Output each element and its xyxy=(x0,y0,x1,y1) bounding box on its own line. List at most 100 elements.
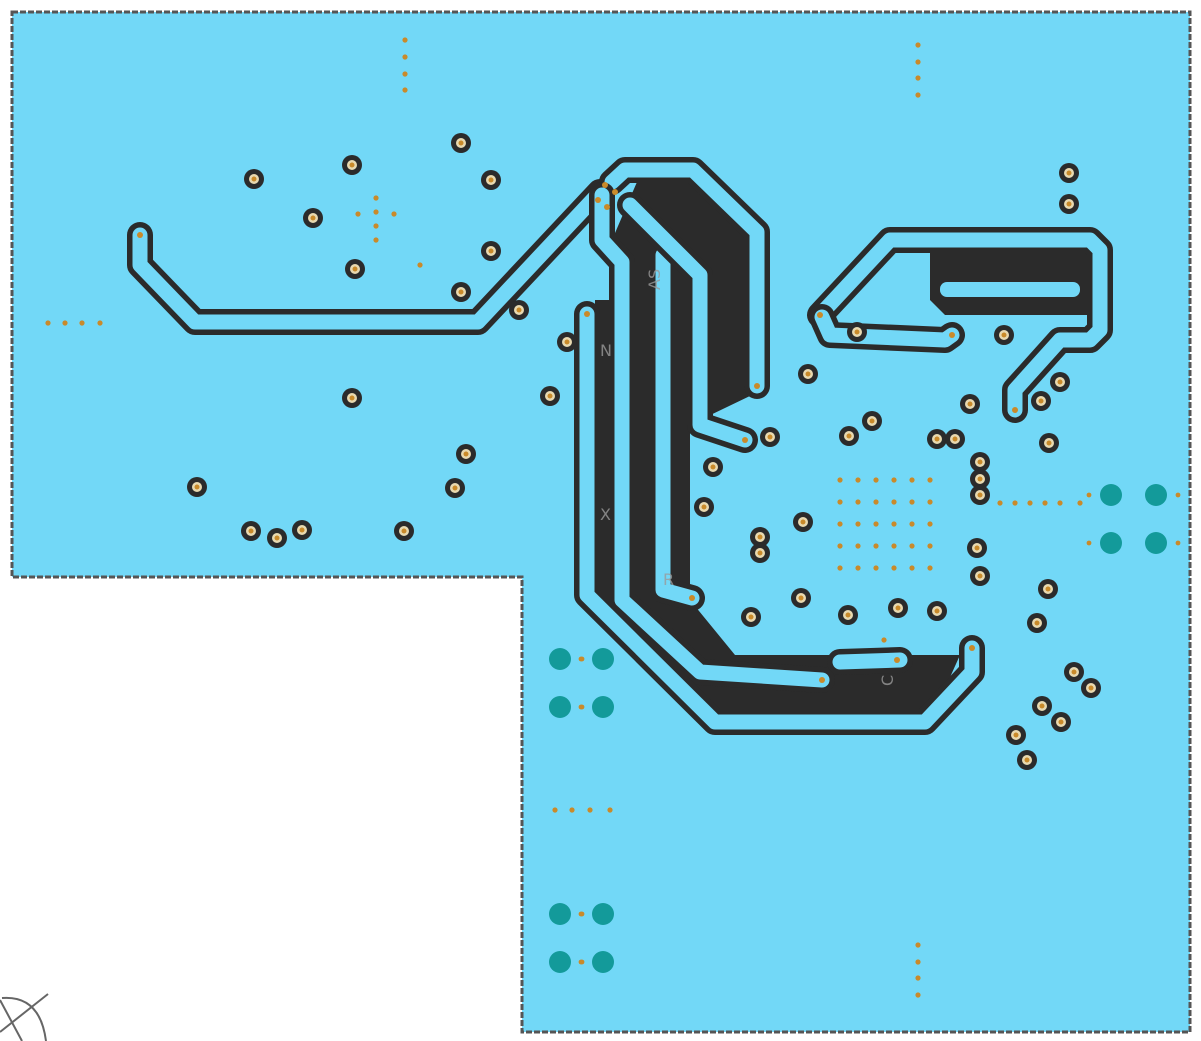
test-point xyxy=(909,543,915,549)
test-point xyxy=(873,565,879,571)
vias xyxy=(187,133,1101,770)
origin-marker-icon xyxy=(0,993,49,1041)
trace-end-hole xyxy=(137,232,143,238)
pour-gap xyxy=(940,282,1080,297)
via-hole xyxy=(352,266,358,272)
test-point xyxy=(1057,500,1063,506)
via-hole xyxy=(710,464,716,470)
via-hole xyxy=(967,401,973,407)
via-hole xyxy=(349,162,355,168)
test-point xyxy=(1027,500,1033,506)
test-point xyxy=(927,499,933,505)
large-pad xyxy=(549,696,571,718)
test-point xyxy=(915,75,921,81)
pad-test-point xyxy=(578,704,584,710)
via-hole xyxy=(458,140,464,146)
trace-6 xyxy=(832,652,908,670)
via-hole xyxy=(800,519,806,525)
large-pad xyxy=(592,648,614,670)
test-point xyxy=(855,499,861,505)
test-point xyxy=(873,543,879,549)
large-pad xyxy=(592,903,614,925)
test-point xyxy=(927,543,933,549)
test-point xyxy=(915,42,921,48)
pad-test-point xyxy=(1086,540,1092,546)
via-hole xyxy=(757,550,763,556)
test-point xyxy=(909,477,915,483)
trace-end-hole xyxy=(819,677,825,683)
large-pad xyxy=(1145,484,1167,506)
via-hole xyxy=(767,434,773,440)
trace-end-hole xyxy=(1012,407,1018,413)
large-pad xyxy=(592,951,614,973)
trace-end-hole xyxy=(817,312,823,318)
test-point xyxy=(873,499,879,505)
via-hole xyxy=(274,535,280,541)
pad-test-point xyxy=(578,656,584,662)
test-point xyxy=(915,942,921,948)
test-point xyxy=(855,477,861,483)
via-hole xyxy=(488,177,494,183)
via-hole xyxy=(516,307,522,313)
silk-label-r: R xyxy=(663,570,674,589)
test-point xyxy=(1077,500,1083,506)
large-pad xyxy=(549,951,571,973)
large-pad xyxy=(549,903,571,925)
test-point xyxy=(909,499,915,505)
via-hole xyxy=(952,436,958,442)
test-point xyxy=(927,477,933,483)
trace-0 xyxy=(132,184,608,330)
via-hole xyxy=(458,289,464,295)
large-pad xyxy=(1100,532,1122,554)
test-point xyxy=(417,262,423,268)
test-point xyxy=(569,807,575,813)
via-hole xyxy=(846,433,852,439)
test-point xyxy=(45,320,51,326)
test-point xyxy=(97,320,103,326)
via-hole xyxy=(805,371,811,377)
test-point xyxy=(402,71,408,77)
via-hole xyxy=(564,339,570,345)
test-point xyxy=(915,992,921,998)
via-hole xyxy=(934,436,940,442)
test-point xyxy=(891,521,897,527)
silk-label-x: X xyxy=(600,505,611,524)
test-point xyxy=(837,543,843,549)
via-hole xyxy=(251,176,257,182)
via-hole xyxy=(1066,170,1072,176)
via-hole xyxy=(299,527,305,533)
test-point xyxy=(927,565,933,571)
via-hole xyxy=(977,492,983,498)
test-point xyxy=(891,499,897,505)
test-point xyxy=(855,521,861,527)
trace-end-hole xyxy=(584,311,590,317)
via-hole xyxy=(1034,620,1040,626)
via-hole xyxy=(748,614,754,620)
test-point xyxy=(915,975,921,981)
test-point xyxy=(837,521,843,527)
via-hole xyxy=(798,595,804,601)
trace-end-hole xyxy=(894,657,900,663)
test-point xyxy=(402,54,408,60)
test-point xyxy=(62,320,68,326)
trace-3 xyxy=(655,247,700,606)
pad-test-point xyxy=(1175,492,1181,498)
via-hole xyxy=(1046,440,1052,446)
silkscreen: N X R C AS xyxy=(600,269,897,686)
via-hole xyxy=(895,605,901,611)
trace-end-hole xyxy=(754,383,760,389)
test-point xyxy=(891,477,897,483)
trace-end-hole xyxy=(595,197,601,203)
test-point xyxy=(402,37,408,43)
pad-test-point xyxy=(1086,492,1092,498)
test-point xyxy=(79,320,85,326)
test-point xyxy=(1042,500,1048,506)
test-point xyxy=(373,223,379,229)
via-hole xyxy=(977,459,983,465)
via-hole xyxy=(1001,332,1007,338)
via-hole xyxy=(974,545,980,551)
trace-1 xyxy=(604,162,765,394)
via-hole xyxy=(977,573,983,579)
via-hole xyxy=(463,451,469,457)
